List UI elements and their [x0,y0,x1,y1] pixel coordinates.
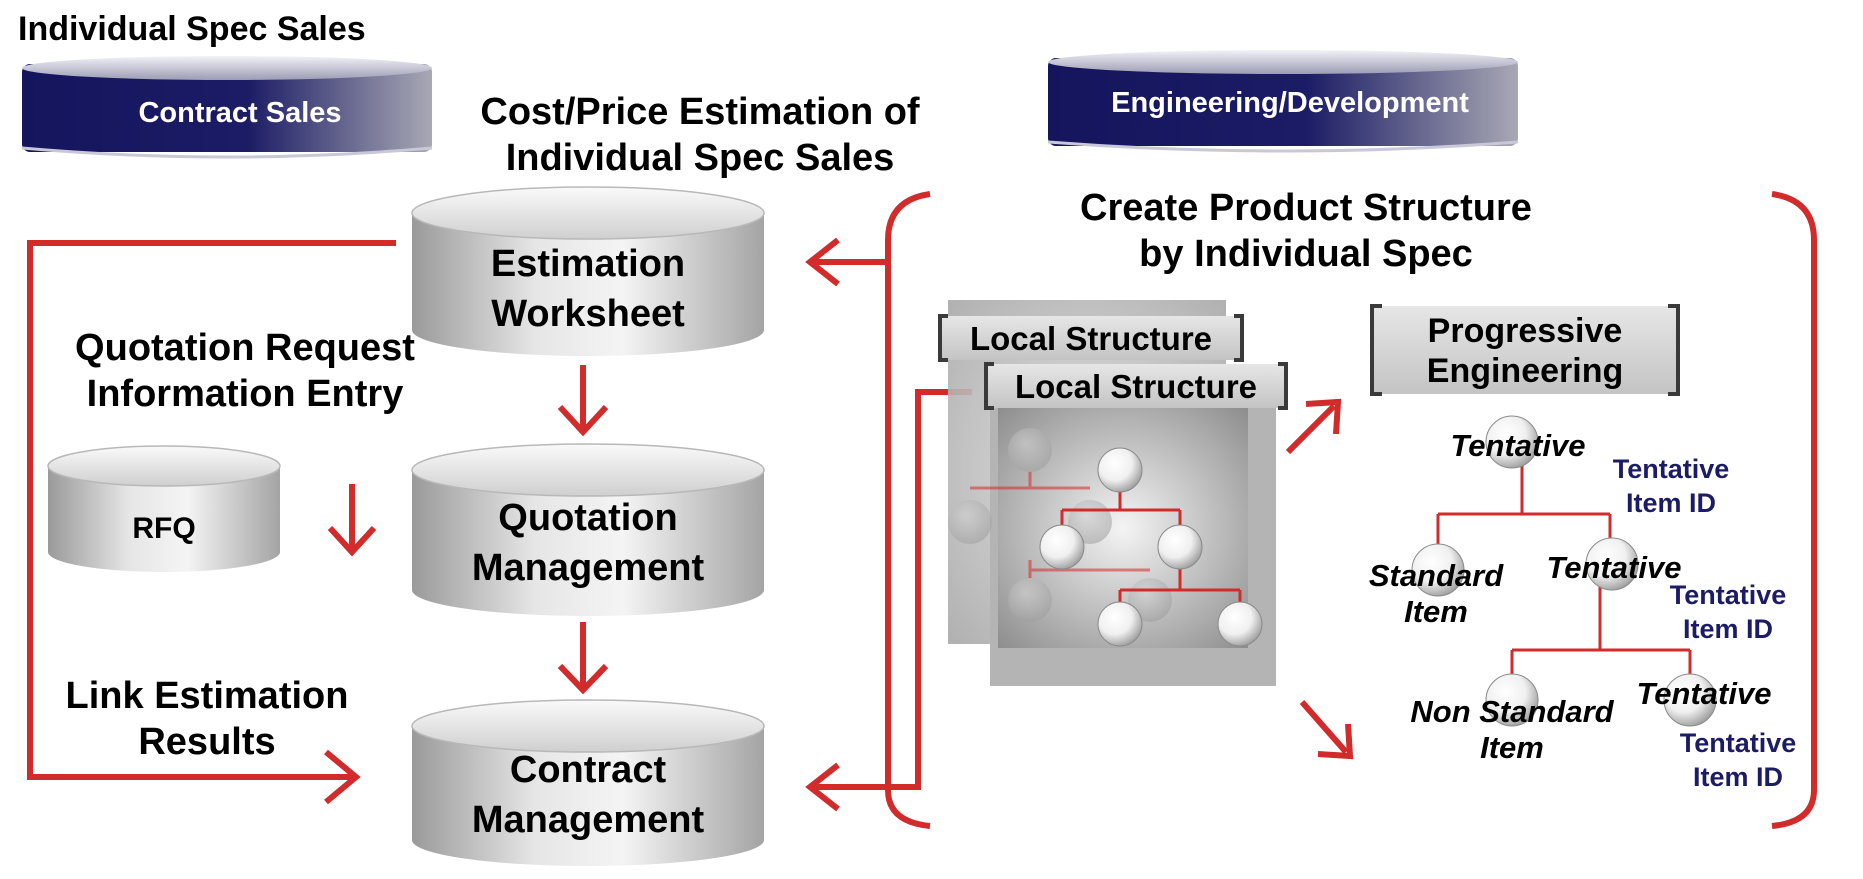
rfq-database: RFQ [47,445,281,572]
progressive-tree: Tentative Tentative Item ID Standard Ite… [1369,415,1797,792]
engineering-left-bracket [805,191,972,829]
tree-nonstandard-line1: Non Standard [1410,694,1614,729]
quotation-management-line2: Management [472,547,705,589]
progressive-engineering-line1: Progressive [1428,312,1623,350]
engineering-development-pill: Engineering/Development [1047,50,1519,153]
arrow-quotation-to-contract [557,622,609,695]
arrow-to-progressive-up [1285,398,1342,455]
tree-node-standard [1411,543,1465,597]
local-structure-back-label: Local Structure [970,320,1212,357]
estimation-worksheet-line1: Estimation [491,243,685,285]
tree-standard-line2: Item [1404,594,1468,629]
estimation-heading-line2: Individual Spec Sales [506,137,895,179]
tree-leaf-id-line2: Item ID [1693,762,1783,792]
estimation-heading-line1: Cost/Price Estimation of [480,91,920,133]
link-results-heading-line1: Link Estimation [66,675,349,717]
structure-heading-line2: by Individual Spec [1139,233,1473,275]
contract-sales-pill: Contract Sales [21,56,433,159]
tree-root-id-line1: Tentative [1613,454,1730,484]
local-structure-front-label: Local Structure [1015,368,1257,405]
arrow-to-progressive-down [1299,700,1354,760]
tree-mid-label: Tentative [1547,550,1682,585]
progressive-engineering-line2: Engineering [1427,352,1623,390]
tree-node-root [1485,415,1539,469]
quotation-management-line1: Quotation [498,497,677,539]
tree-nonstandard-line2: Item [1480,730,1544,765]
contract-sales-label: Contract Sales [138,97,341,129]
tree-standard-line1: Standard [1369,558,1504,593]
quotation-request-heading-line2: Information Entry [87,373,404,415]
estimation-worksheet-line2: Worksheet [491,293,685,335]
page-title: Individual Spec Sales [18,10,366,48]
tree-mid-id-line2: Item ID [1683,614,1773,644]
local-structure-panels: Local Structure Local Structure [938,300,1288,686]
engineering-development-label: Engineering/Development [1111,87,1469,119]
quotation-management-database: Quotation Management [411,443,765,616]
progressive-engineering-box: Progressive Engineering [1370,304,1680,396]
quotation-request-heading-line1: Quotation Request [75,327,415,369]
tree-node-mid [1585,537,1639,591]
rfq-label: RFQ [132,512,195,545]
tree-leaf-label: Tentative [1637,676,1772,711]
local-structure-tree [1039,447,1263,647]
contract-management-line1: Contract [510,749,667,791]
tree-root-label: Tentative [1451,428,1586,463]
engineering-right-bracket [1771,191,1817,829]
tree-leaf-id-line1: Tentative [1680,728,1797,758]
link-results-heading-line2: Results [138,721,275,763]
tree-root-id-line2: Item ID [1626,488,1716,518]
estimation-worksheet-database: Estimation Worksheet [411,186,765,356]
tree-mid-id-line1: Tentative [1670,580,1787,610]
link-results-arrow [27,240,396,805]
arrow-rfq-to-quotation [327,484,377,557]
structure-heading-line1: Create Product Structure [1080,187,1532,229]
contract-management-database: Contract Management [411,699,765,866]
tree-node-nonstandard [1485,673,1539,727]
arrow-worksheet-to-quotation [557,365,609,437]
tree-node-leaf [1663,673,1717,727]
contract-management-line2: Management [472,799,705,841]
